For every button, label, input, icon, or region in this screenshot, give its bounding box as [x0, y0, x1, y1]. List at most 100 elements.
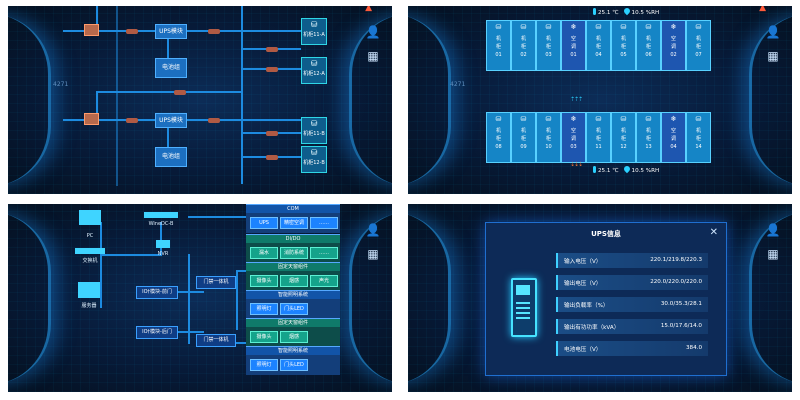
system-item[interactable]: 照明灯 [250, 359, 278, 371]
right-glow-arc [749, 212, 792, 384]
system-block: 固定天窗组件摄像头烟感声光 [246, 262, 340, 291]
system-item[interactable]: UPS [250, 217, 278, 229]
nvr-device[interactable]: NVR [152, 240, 174, 257]
database-icon: ⛁ [695, 23, 702, 31]
info-row-input-voltage: 输入电压（V）220.1/219.8/220.3 [556, 253, 708, 268]
system-header: DI/DO [246, 234, 340, 243]
system-item[interactable]: 摄像头 [250, 331, 278, 343]
door-controller-2[interactable]: 门禁一体机 [196, 334, 236, 347]
database-icon: ⛁ [620, 23, 627, 31]
winedc-icon [144, 212, 178, 218]
info-row-load-rate: 输出负载率（%）30.0/35.3/28.1 [556, 297, 708, 312]
cabinet[interactable]: ⛁机柜06 [636, 20, 661, 71]
cabinet[interactable]: ⛁机柜11 [586, 112, 611, 163]
system-item[interactable]: 精密空调 [280, 217, 308, 229]
system-item[interactable]: …… [310, 217, 338, 229]
humidity-icon [622, 164, 631, 174]
io-module-front[interactable]: IO†模块-前门 [136, 286, 178, 299]
cabinet[interactable]: ⛁机柜02 [511, 20, 536, 71]
system-item[interactable]: 门头LED [280, 303, 308, 315]
battery-group-1[interactable]: 电池组 [155, 58, 187, 78]
io-module-rear[interactable]: IO†模块-后门 [136, 326, 178, 339]
rack-12a[interactable]: ⛁机柜12-A [301, 57, 327, 84]
database-icon: ⛁ [520, 23, 527, 31]
winedc-device[interactable]: WineDC-B [142, 212, 180, 227]
ac-unit[interactable]: ❄空调01 [561, 20, 586, 71]
info-row-active-power: 输出有功功率（kVA）15.0/17.6/14.0 [556, 319, 708, 334]
system-item[interactable]: 门头LED [280, 359, 308, 371]
rack-11b[interactable]: ⛁机柜11-B [301, 117, 327, 144]
door-controller-1[interactable]: 门禁一体机 [196, 276, 236, 289]
user-icon[interactable]: 👤 [765, 223, 781, 237]
airflow-down-icon: ⇣⇣⇣ [570, 161, 583, 168]
cabinet[interactable]: ⛁机柜05 [611, 20, 636, 71]
cabinet[interactable]: ⛁机柜09 [511, 112, 536, 163]
user-icon[interactable]: 👤 [765, 25, 781, 39]
side-toolbar: 👤 ▦ [362, 24, 384, 72]
ac-unit[interactable]: ❄空调04 [661, 112, 686, 163]
database-icon: ⛁ [545, 23, 552, 31]
system-item[interactable]: 摄像头 [250, 275, 278, 287]
humidity-icon [622, 6, 631, 16]
system-item[interactable]: …… [310, 247, 338, 259]
database-icon: ⛁ [310, 148, 318, 157]
system-item[interactable]: 烟感 [280, 275, 308, 287]
battery-group-2[interactable]: 电池组 [155, 147, 187, 167]
right-glow-arc [749, 14, 792, 186]
pc-device[interactable]: PC [78, 210, 102, 239]
user-icon[interactable]: 👤 [365, 223, 381, 237]
cabinet[interactable]: ⛁机柜04 [586, 20, 611, 71]
database-icon: ⛁ [620, 115, 627, 123]
cabinet[interactable]: ⛁机柜01 [486, 20, 511, 71]
grid-icon[interactable]: ▦ [367, 49, 379, 63]
code-label: 4271 [53, 81, 69, 88]
system-header: 固定天窗组件 [246, 318, 340, 327]
cabinet[interactable]: ⛁机柜03 [536, 20, 561, 71]
rack-12b[interactable]: ⛁机柜12-B [301, 146, 327, 173]
system-block: 固定天窗组件摄像头烟感 [246, 318, 340, 347]
grid-icon[interactable]: ▦ [767, 247, 779, 261]
system-header: COM [246, 204, 340, 213]
monitor-icon [79, 210, 101, 225]
left-glow-arc [8, 212, 51, 384]
rack-11a[interactable]: ⛁机柜11-A [301, 18, 327, 45]
snowflake-icon: ❄ [570, 23, 577, 31]
info-row-output-voltage: 输出电压（V）220.0/220.0/220.0 [556, 275, 708, 290]
ac-unit[interactable]: ❄空调03 [561, 112, 586, 163]
database-icon: ⛁ [645, 115, 652, 123]
ups-cabinet-icon [511, 278, 537, 337]
database-icon: ⛁ [645, 23, 652, 31]
right-glow-arc [349, 212, 392, 384]
system-item[interactable]: 漏水 [250, 247, 278, 259]
cabinet[interactable]: ⛁机柜07 [686, 20, 711, 71]
snowflake-icon: ❄ [670, 23, 677, 31]
close-icon[interactable]: ✕ [709, 227, 718, 238]
system-item[interactable]: 照明灯 [250, 303, 278, 315]
cabinet[interactable]: ⛁机柜10 [536, 112, 561, 163]
cabinet[interactable]: ⛁机柜12 [611, 112, 636, 163]
database-icon: ⛁ [520, 115, 527, 123]
warning-icon[interactable]: ▲ [759, 6, 766, 13]
system-item[interactable]: 声光 [310, 275, 338, 287]
system-item[interactable]: 烟感 [280, 331, 308, 343]
grid-icon[interactable]: ▦ [767, 49, 779, 63]
system-item[interactable]: 消防系统 [280, 247, 308, 259]
server-device[interactable]: 服务器 [74, 282, 104, 309]
warning-icon[interactable]: ▲ [365, 6, 372, 13]
ac-unit[interactable]: ❄空调02 [661, 20, 686, 71]
grid-icon[interactable]: ▦ [367, 247, 379, 261]
converter-icon [84, 113, 99, 125]
ups-module-2[interactable]: UPS模块 [155, 113, 187, 128]
power-topology-panel: ▲ UPS模块 电池组 UPS模块 电池组 ⛁机柜11-A ⛁机柜12-A ⛁机… [8, 6, 392, 194]
cabinet[interactable]: ⛁机柜08 [486, 112, 511, 163]
cabinet[interactable]: ⛁机柜14 [686, 112, 711, 163]
user-icon[interactable]: 👤 [365, 25, 381, 39]
database-icon: ⛁ [310, 59, 318, 68]
ups-module-1[interactable]: UPS模块 [155, 24, 187, 39]
cabinet[interactable]: ⛁机柜13 [636, 112, 661, 163]
right-glow-arc [349, 14, 392, 186]
left-glow-arc [8, 14, 51, 186]
switch-device[interactable]: 交换机 [72, 248, 108, 264]
